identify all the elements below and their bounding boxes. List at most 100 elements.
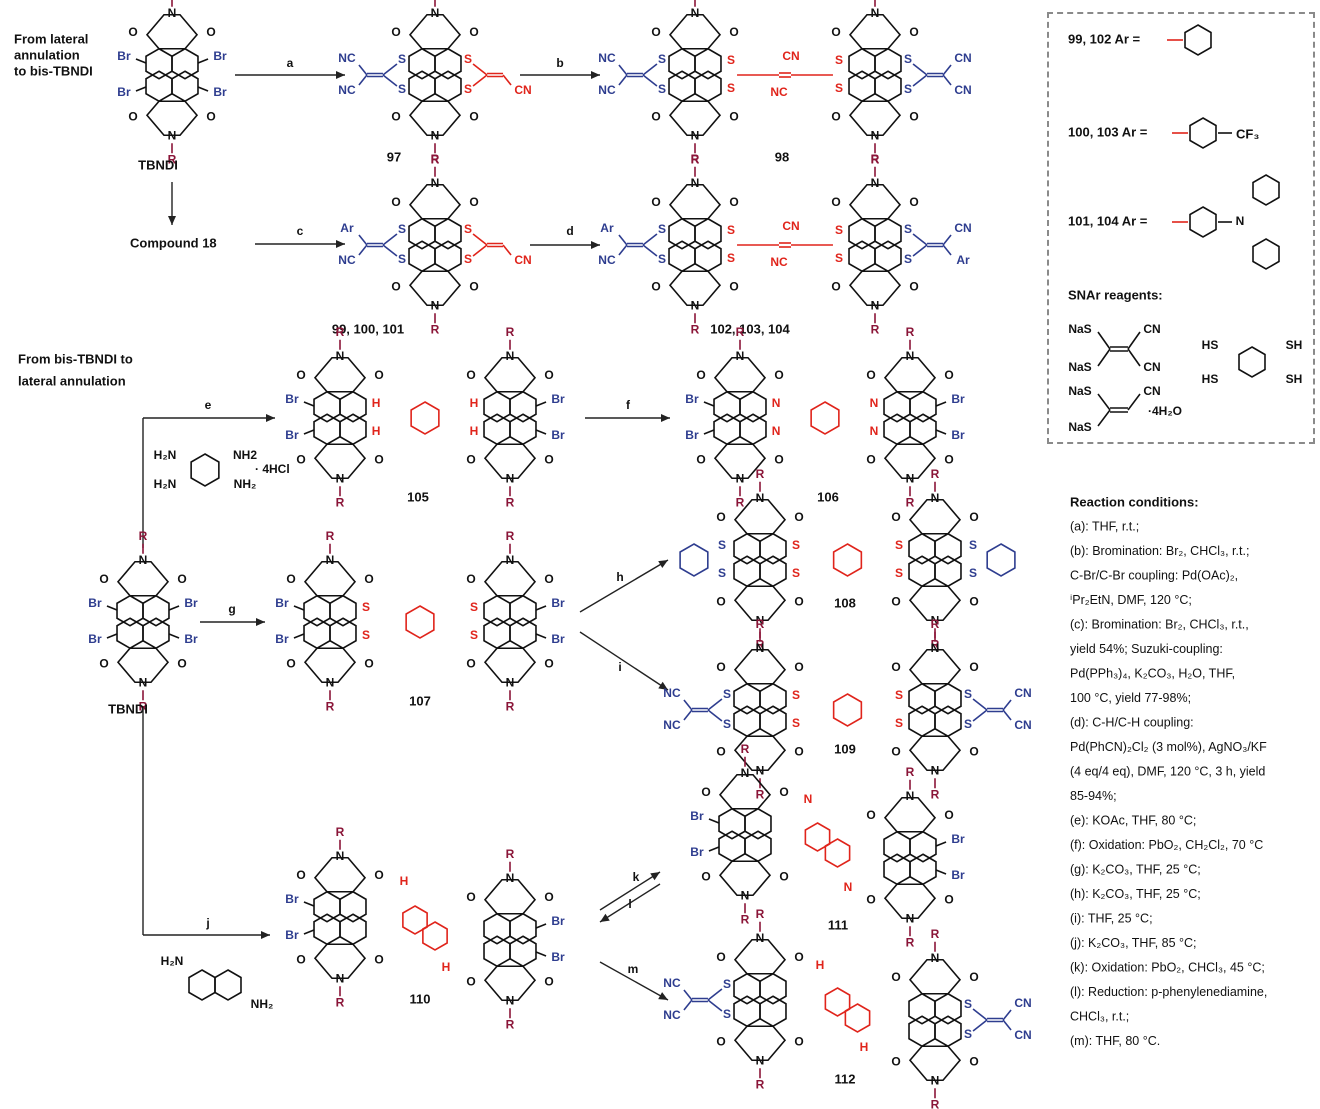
carbonyl-oxygen: O xyxy=(469,195,478,209)
imide-nitrogen: N xyxy=(906,789,915,803)
substituent-bond xyxy=(683,699,693,711)
imide-nitrogen: N xyxy=(931,641,940,655)
phenyl-ring xyxy=(1252,238,1280,270)
carbonyl-oxygen: O xyxy=(794,744,803,758)
arrow-head xyxy=(658,681,668,690)
imide-ring xyxy=(733,648,787,685)
substituent: NC xyxy=(663,718,681,732)
naphthalene-ring xyxy=(145,47,173,80)
carbonyl-oxygen: O xyxy=(944,808,953,822)
r-group: R xyxy=(691,152,700,166)
reagent-ring xyxy=(190,453,220,487)
compound-label: 107 xyxy=(409,693,431,708)
r-group: R xyxy=(736,495,745,509)
snar-atom: NaS xyxy=(1068,322,1091,336)
sulfur: S xyxy=(723,717,731,731)
r-group: R xyxy=(756,1077,765,1091)
naphthalene-ring xyxy=(509,594,537,627)
imide-ring xyxy=(883,443,937,480)
arrow-k xyxy=(599,871,661,911)
bridge-atom: H xyxy=(470,424,479,438)
imide-ring xyxy=(483,965,537,1002)
naphthalene-ring xyxy=(339,913,367,946)
cyano: NC xyxy=(770,85,788,99)
bridge-atom: S xyxy=(895,688,903,702)
substituent: CN xyxy=(1014,996,1031,1010)
imide-nitrogen: N xyxy=(741,766,750,780)
imide-ring xyxy=(733,938,787,975)
imide-ring xyxy=(733,585,787,622)
condition-line: C-Br/C-Br coupling: Pd(OAc)₂, xyxy=(1070,568,1238,582)
section-heading: lateral annulation xyxy=(18,373,126,388)
carbonyl-oxygen: O xyxy=(374,868,383,882)
sulfur: S xyxy=(969,566,977,580)
compound-label: TBNDI xyxy=(138,157,178,172)
carbonyl-oxygen: O xyxy=(651,109,660,123)
imine-n: N xyxy=(844,880,853,894)
bridge-atom: S xyxy=(835,223,843,237)
br-bond xyxy=(935,429,947,435)
substituent: CN xyxy=(514,83,531,97)
carbonyl-oxygen: O xyxy=(866,892,875,906)
bromine: Br xyxy=(551,596,565,610)
bromine: Br xyxy=(285,392,299,406)
naphthalene-ring xyxy=(408,217,436,250)
compound-label: 97 xyxy=(387,149,401,164)
br-bond xyxy=(535,429,547,435)
sulfur: S xyxy=(658,252,666,266)
r-group: R xyxy=(506,325,515,339)
imide-ring xyxy=(303,560,357,597)
compound-label: 106 xyxy=(817,489,839,504)
substituent: CN xyxy=(954,51,971,65)
naphthalene-ring xyxy=(694,240,722,273)
br-bond xyxy=(708,846,720,852)
snar-atom: CN xyxy=(1143,322,1160,336)
br-bond xyxy=(535,605,547,611)
phenyl-ring xyxy=(1189,206,1217,238)
carbonyl-oxygen: O xyxy=(544,890,553,904)
naphthalene-ring xyxy=(483,617,511,650)
bridge-naphthalene xyxy=(402,905,428,935)
carbonyl-oxygen: O xyxy=(944,452,953,466)
naphthalene-ring xyxy=(908,532,936,565)
naphthalene-ring xyxy=(934,532,962,565)
r-group: R xyxy=(756,467,765,481)
naphthalene-ring xyxy=(171,70,199,103)
naphthalene-ring xyxy=(509,912,537,945)
bridge-atom: S xyxy=(792,566,800,580)
bromine: Br xyxy=(117,85,131,99)
substituent-bond xyxy=(942,234,952,246)
sulfur: S xyxy=(464,52,472,66)
r-group: R xyxy=(506,847,515,861)
dithiole-bond xyxy=(382,63,398,76)
bridge-benzene xyxy=(832,693,863,727)
bridge-atom: S xyxy=(895,716,903,730)
bridge-atom: S xyxy=(835,251,843,265)
cyano: CN xyxy=(782,49,799,63)
carbonyl-oxygen: O xyxy=(544,368,553,382)
arrow-i xyxy=(579,631,669,691)
substituent: NC xyxy=(598,51,616,65)
bridge-atom: S xyxy=(792,716,800,730)
naphthalene-ring xyxy=(934,1015,962,1048)
imide-ring xyxy=(908,648,962,685)
carbonyl-oxygen: O xyxy=(128,25,137,39)
sulfur: S xyxy=(723,1007,731,1021)
terminal-benzene xyxy=(986,543,1016,577)
r-group: R xyxy=(506,699,515,713)
naphthalene-ring xyxy=(848,217,876,250)
amine-h: H xyxy=(816,958,825,972)
arrow-head xyxy=(261,931,270,939)
substituent-bond xyxy=(618,74,628,86)
naphthalene-ring xyxy=(142,594,170,627)
imide-nitrogen: N xyxy=(326,675,335,689)
snar-atom: NaS xyxy=(1068,360,1091,374)
carbonyl-oxygen: O xyxy=(969,1054,978,1068)
imide-nitrogen: N xyxy=(931,613,940,627)
substituent-bond xyxy=(683,709,693,721)
carbonyl-oxygen: O xyxy=(891,660,900,674)
substituent: NC xyxy=(598,83,616,97)
condition-line: (j): K₂CO₃, THF, 85 °C; xyxy=(1070,936,1197,950)
imide-ring xyxy=(733,498,787,535)
dithiole-bond xyxy=(642,233,658,246)
